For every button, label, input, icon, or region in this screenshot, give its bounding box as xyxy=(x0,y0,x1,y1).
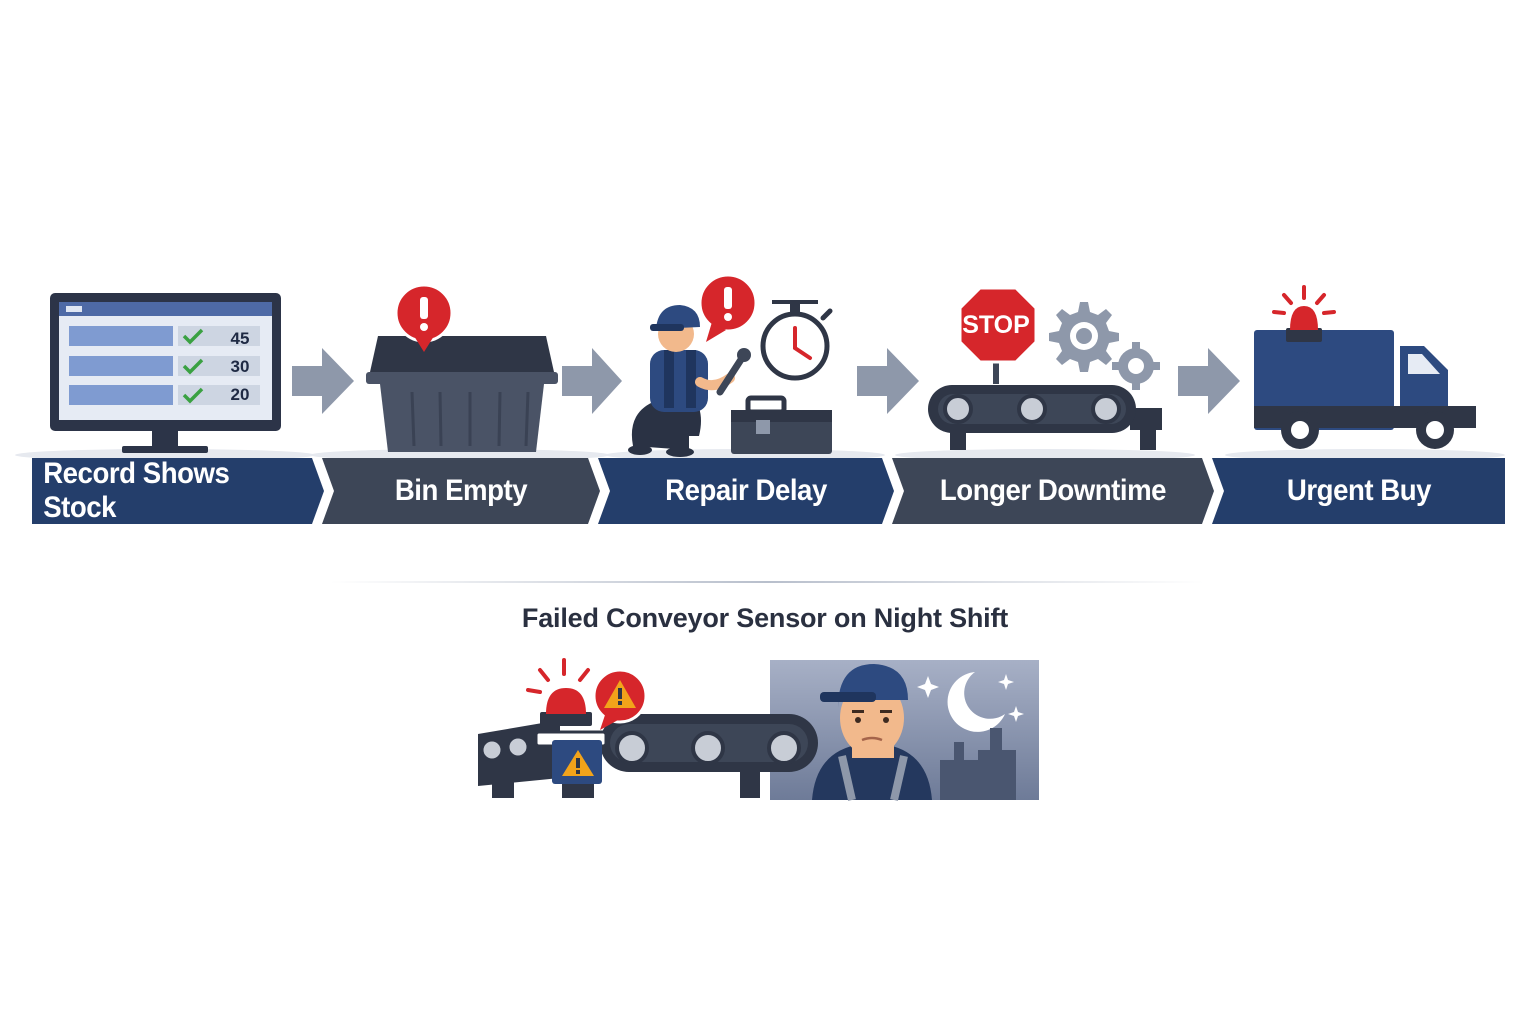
divider xyxy=(330,581,1204,583)
step-band-repair xyxy=(598,458,894,524)
stop-sign-icon xyxy=(958,286,1038,384)
truck-icon xyxy=(1254,330,1476,449)
star-icon xyxy=(1008,706,1024,722)
check-icon xyxy=(182,358,204,375)
check-icon xyxy=(182,328,204,345)
stop-sign-text: STOP xyxy=(962,310,1030,339)
alert-bubble-icon xyxy=(698,273,758,342)
step-band-urgent xyxy=(1212,458,1505,524)
arrow-icon xyxy=(1178,348,1240,414)
warning-bubble-icon xyxy=(592,668,648,730)
step-label-downtime: Longer Downtime xyxy=(939,474,1167,507)
monitor-icon xyxy=(50,293,281,453)
check-icon xyxy=(182,387,204,404)
monitor-row-value: 30 xyxy=(230,357,250,376)
alert-bubble-icon xyxy=(394,283,454,352)
wrench-icon xyxy=(716,354,746,396)
caption-title: Failed Conveyor Sensor on Night Shift xyxy=(521,602,1009,633)
step-label-repair: Repair Delay xyxy=(665,474,827,507)
siren-icon xyxy=(1272,285,1336,342)
arrow-icon xyxy=(857,348,919,414)
step-band-downtime xyxy=(892,458,1214,524)
star-icon xyxy=(917,676,939,698)
stopwatch-icon xyxy=(760,300,833,381)
step-label-bin: Bin Empty xyxy=(394,474,528,507)
conveyor-icon xyxy=(928,385,1162,450)
gear-small-icon xyxy=(1112,342,1160,390)
gear-icon xyxy=(1049,302,1119,372)
monitor-row-value: 45 xyxy=(230,329,250,348)
arrow-icon xyxy=(562,348,622,414)
star-icon xyxy=(998,674,1014,690)
siren-icon xyxy=(526,658,592,726)
worker-icon xyxy=(628,305,751,457)
toolbox-icon xyxy=(731,395,832,454)
monitor-row-value: 20 xyxy=(230,385,250,404)
moon-icon xyxy=(947,672,1005,732)
failed-conveyor-icon xyxy=(478,714,818,798)
step-band-bin xyxy=(322,458,600,524)
night-worker-icon xyxy=(812,664,932,801)
step-band-record xyxy=(32,458,324,524)
sensor-icon xyxy=(534,730,608,798)
empty-bin-icon xyxy=(366,336,558,452)
step-label-urgent: Urgent Buy xyxy=(1286,474,1432,507)
skyline-icon xyxy=(940,728,1016,800)
step-label-record: Record Shows Stock xyxy=(43,457,230,524)
arrow-icon xyxy=(292,348,354,414)
